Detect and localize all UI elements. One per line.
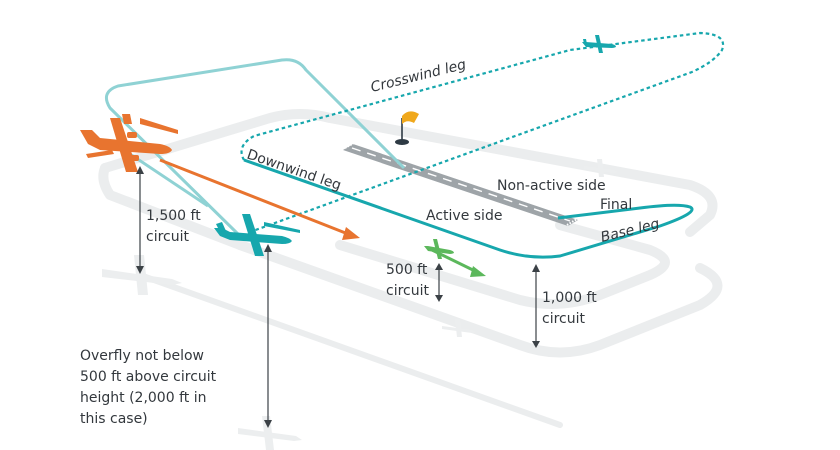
aircraft-icon <box>214 214 300 256</box>
dimension-1000ft <box>532 264 540 348</box>
non-active-side-label: Non-active side <box>497 178 606 194</box>
circuit-1000-label-line2: circuit <box>542 311 585 327</box>
outer-circuit-shadow <box>100 109 718 237</box>
circuit-1500-label-line1: 1,500 ft <box>146 208 201 224</box>
overfly-arrow <box>159 158 360 240</box>
circuit-1000ft-solid <box>243 158 694 259</box>
active-side-label: Active side <box>426 208 502 224</box>
overfly-note-line4: this case) <box>80 411 148 427</box>
outer-circuit-shadow-lower <box>98 163 245 250</box>
overfly-note-line1: Overfly not below <box>80 348 204 364</box>
overfly-note-line2: 500 ft above circuit <box>80 369 217 385</box>
overfly-shadow <box>137 272 563 428</box>
circuit-500-label-line1: 500 ft <box>386 262 428 278</box>
aircraft-shadow-bottom <box>238 416 302 450</box>
circuit-1500-label-line2: circuit <box>146 229 189 245</box>
overfly-note-line3: height (2,000 ft in <box>80 390 206 406</box>
circuit-1000ft-dashed <box>240 31 725 234</box>
aircraft-icon <box>582 35 616 53</box>
circuit-500-label-line2: circuit <box>386 283 429 299</box>
aircraft-icon <box>424 239 454 259</box>
windsock-icon <box>395 111 419 145</box>
aircraft-shadow-mid <box>442 319 476 337</box>
dimension-overfly <box>264 244 272 428</box>
overfly-note: Overfly not below 500 ft above circuit h… <box>80 348 217 427</box>
dimension-500ft <box>435 263 443 302</box>
downwind-leg-label: Downwind leg <box>245 147 343 194</box>
ground-shadows <box>98 109 723 450</box>
aircraft-icon <box>80 114 178 172</box>
crosswind-leg-label: Crosswind leg <box>369 57 468 96</box>
inner-circuit-shadow <box>335 220 670 309</box>
dimension-1500ft <box>136 166 144 274</box>
aircraft-shadow-left <box>102 255 182 295</box>
final-label: Final <box>600 197 632 213</box>
circuit-1000-label-line1: 1,000 ft <box>542 290 597 306</box>
middle-circuit-shadow <box>235 240 723 358</box>
aircraft-shadow-right <box>584 159 618 177</box>
